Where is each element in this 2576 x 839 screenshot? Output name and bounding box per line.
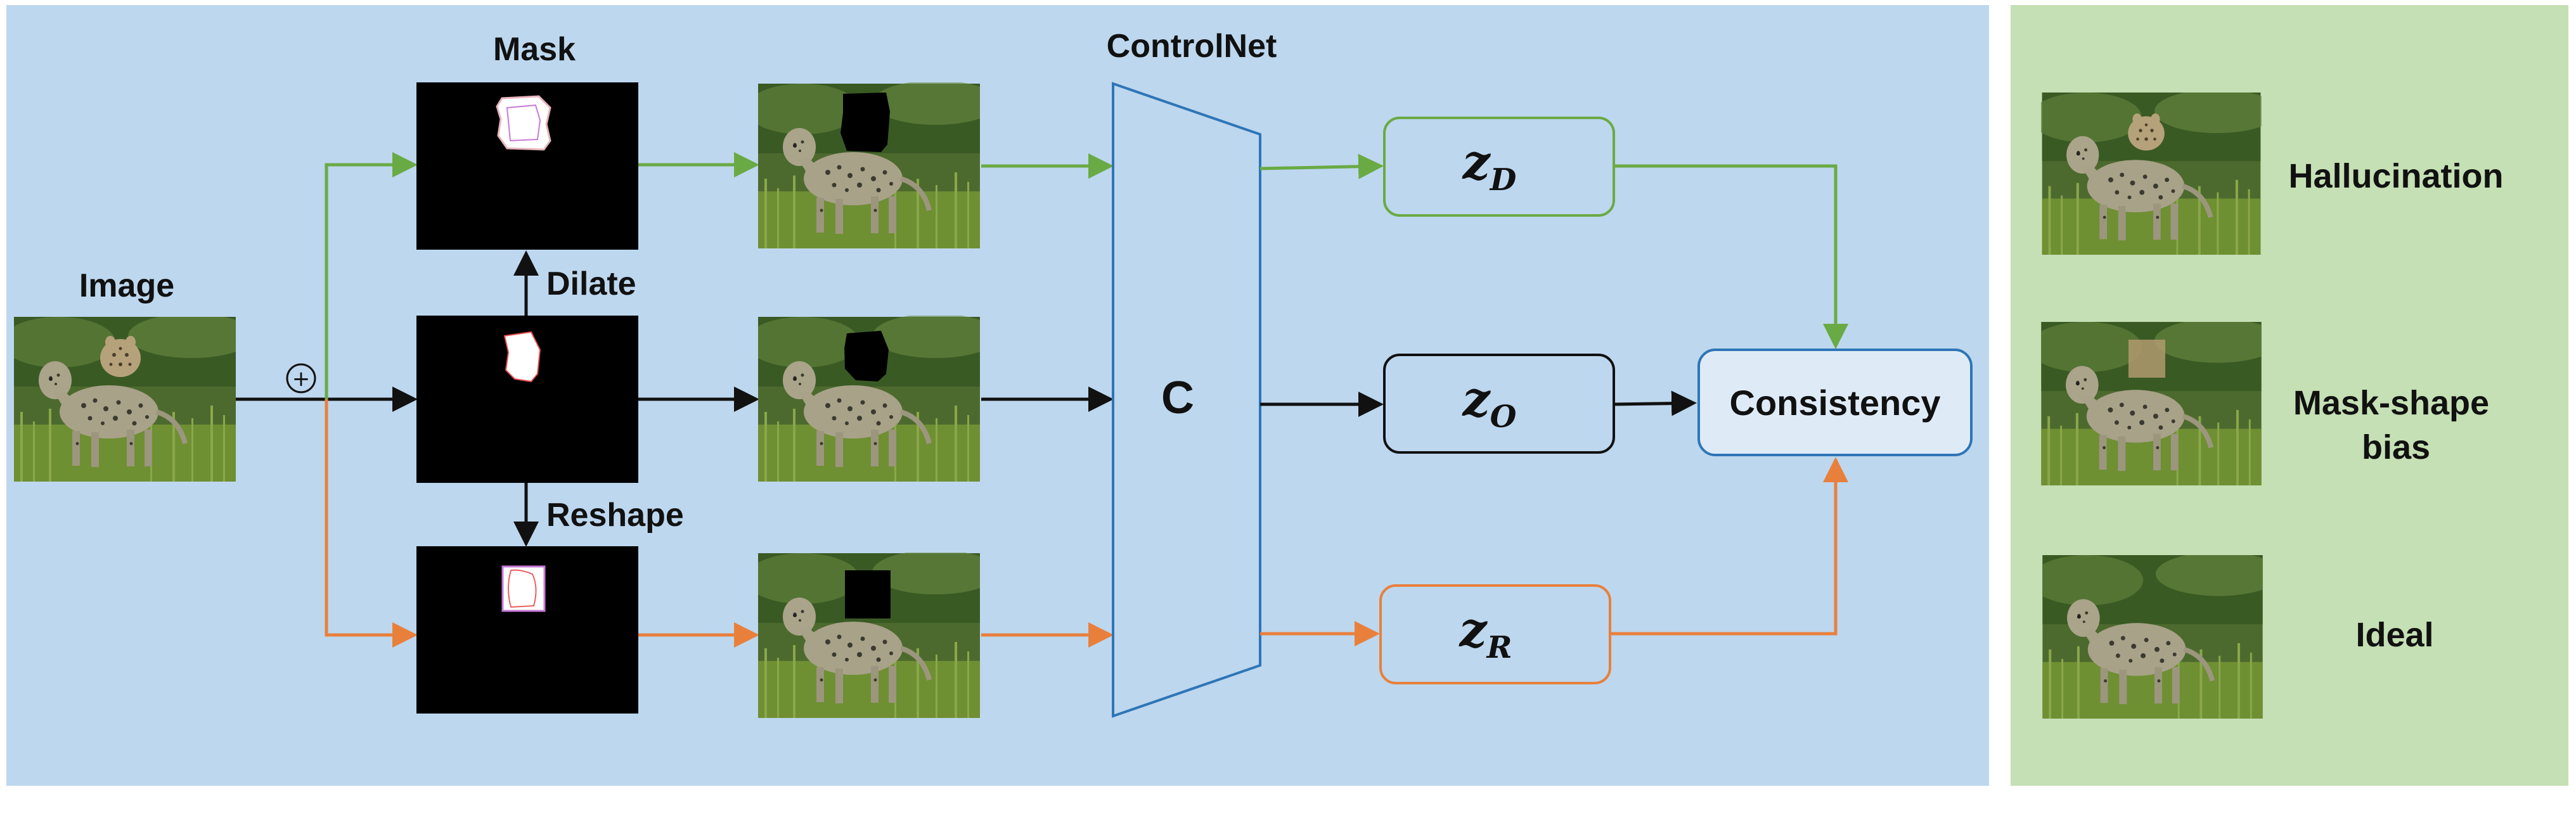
green-latent-arrow <box>1259 153 1384 179</box>
orange-branch-arrow <box>325 399 418 648</box>
svg-text:zD: zD <box>1462 134 1517 198</box>
green-consistency-arrow <box>1614 164 1848 349</box>
outcome-hallucination-label: Hallucination <box>2288 157 2503 195</box>
plus-sign: + <box>292 366 311 392</box>
masked-image-reshaped <box>745 550 999 718</box>
svg-text:zO: zO <box>1462 371 1517 435</box>
latent-box-d: zD <box>1383 117 1615 217</box>
image-label: Image <box>79 267 174 304</box>
latent-r-symbol: z <box>1458 601 1488 658</box>
mask-dilated <box>416 82 638 250</box>
main-panel <box>6 5 1989 786</box>
outcome-hallucination-image <box>2030 89 2279 255</box>
controlnet-trapezoid <box>1112 82 1261 718</box>
mask-reshaped <box>416 546 638 714</box>
latent-d-subscript: D <box>1489 162 1517 198</box>
outcome-mask-shape-bias-image <box>2029 319 2281 485</box>
controlnet-label: ControlNet <box>1107 28 1277 65</box>
controlnet-c-label: C <box>1161 373 1194 423</box>
reshape-label: Reshape <box>546 497 684 534</box>
outcome-mask-shape-bias-line-2: bias <box>2362 428 2430 466</box>
black-consistency-arrow <box>1613 390 1697 416</box>
latent-r-subscript: R <box>1486 630 1512 665</box>
orange-consistency-arrow <box>1610 457 1848 636</box>
masked-image-dilated <box>745 80 999 248</box>
input-image <box>1 314 255 482</box>
consistency-label: Consistency <box>1730 383 1941 423</box>
outcome-ideal-image <box>2030 552 2282 719</box>
outcome-mask-shape-bias-label: Mask-shape bias <box>2293 384 2499 466</box>
latent-box-o: zO <box>1383 354 1615 454</box>
outcome-ideal-label: Ideal <box>2355 616 2433 654</box>
latent-box-r: zR <box>1379 584 1611 684</box>
consistency-box <box>1697 349 1973 456</box>
masked-image-original <box>745 314 999 482</box>
mask-original <box>416 316 638 483</box>
dilate-label: Dilate <box>546 266 636 302</box>
outcome-mask-shape-bias-line-1: Mask-shape <box>2293 384 2489 422</box>
green-branch-arrow <box>325 152 418 399</box>
plus-circle <box>286 363 316 394</box>
latent-o-subscript: O <box>1490 399 1517 435</box>
latent-o-symbol: z <box>1462 371 1491 427</box>
mask-label: Mask <box>493 31 576 68</box>
svg-text:zR: zR <box>1458 601 1512 665</box>
latent-d-symbol: z <box>1462 134 1491 190</box>
